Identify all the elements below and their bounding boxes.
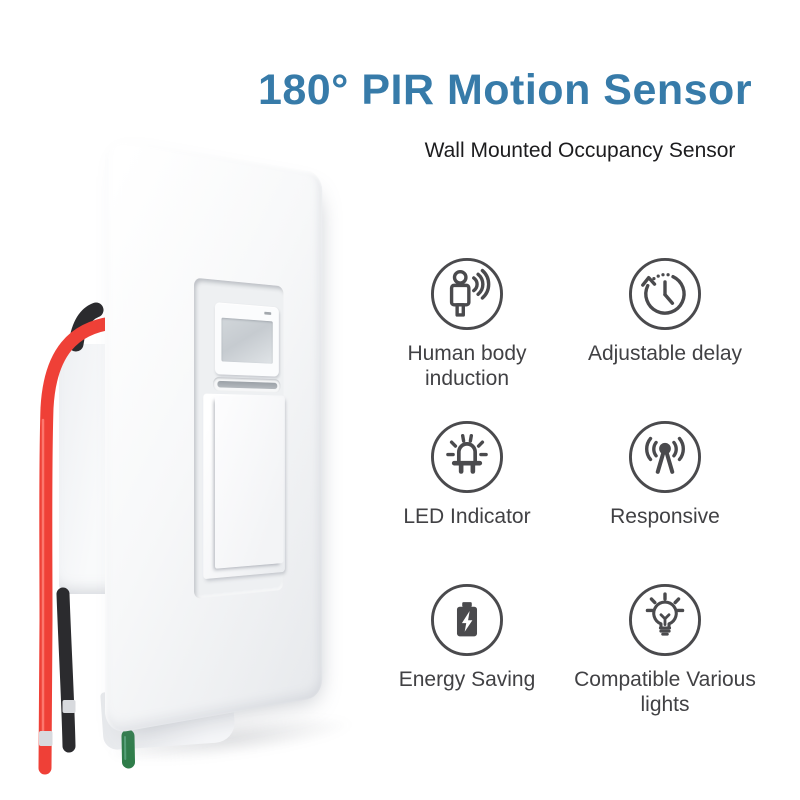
switch-recess <box>194 277 285 599</box>
feature-human-body-induction: Human body induction <box>368 253 566 416</box>
wires <box>38 302 135 775</box>
pir-sensor-bezel <box>214 302 279 377</box>
human-body-induction-icon <box>430 257 504 331</box>
led-indicator-icon <box>430 420 504 494</box>
feature-adjustable-delay: Adjustable delay <box>566 253 764 416</box>
feature-energy-saving: Energy Saving <box>368 579 566 742</box>
feature-label: Human body induction <box>407 342 527 390</box>
wall-plate <box>105 135 323 735</box>
feature-label: Energy Saving <box>398 668 536 691</box>
feature-label: Adjustable delay <box>587 342 743 365</box>
feature-grid: Human body induction Adjustabl <box>368 253 764 742</box>
energy-saving-icon <box>430 583 504 657</box>
product-image-pir-switch <box>38 135 357 775</box>
led-indicator-bar <box>216 380 277 390</box>
feature-led-indicator: LED Indicator <box>368 416 566 579</box>
feature-label: Responsive <box>610 505 720 528</box>
adjustable-delay-icon <box>628 257 702 331</box>
page-title: 180° PIR Motion Sensor <box>257 66 753 114</box>
feature-responsive: Responsive <box>566 416 764 579</box>
red-wire-connector <box>39 731 53 746</box>
black-wire-connector <box>62 700 76 713</box>
feature-label: Compatible Various lights <box>574 668 756 716</box>
responsive-icon <box>628 420 702 494</box>
sensor-marking <box>264 311 272 315</box>
red-wire <box>38 316 119 775</box>
black-wire-bottom <box>56 587 76 753</box>
feature-compatible-various-lights: Compatible Various lights <box>566 579 764 742</box>
pir-lens <box>221 317 273 364</box>
feature-label: LED Indicator <box>403 505 531 528</box>
led-indicator-strip <box>213 376 281 393</box>
page-subtitle: Wall Mounted Occupancy Sensor <box>424 139 736 162</box>
rocker-switch <box>203 393 285 580</box>
rocker-paddle <box>214 395 284 569</box>
compatible-various-lights-icon <box>628 583 702 657</box>
green-wire <box>121 729 135 769</box>
